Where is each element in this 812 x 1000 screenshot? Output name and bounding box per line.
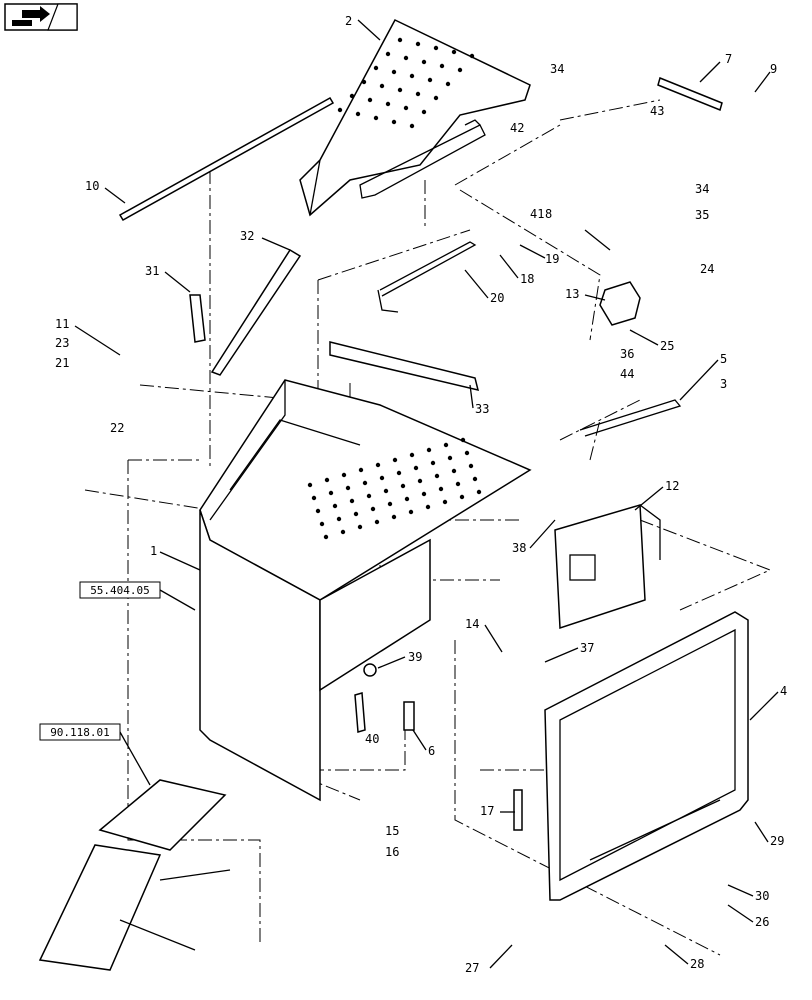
callout-12: 12 bbox=[665, 479, 679, 493]
callout-21: 21 bbox=[55, 356, 69, 370]
part-31-rod bbox=[189, 294, 206, 343]
callout-11: 11 bbox=[55, 317, 69, 331]
callout-24: 24 bbox=[700, 262, 714, 276]
part-1-box bbox=[199, 379, 532, 802]
callout-9: 9 bbox=[770, 62, 777, 76]
ref-box-2[interactable]: 90.118.01 bbox=[39, 723, 151, 786]
callout-29: 29 bbox=[770, 834, 784, 848]
callout-4: 4 bbox=[780, 684, 787, 698]
callout-44: 44 bbox=[620, 367, 634, 381]
ref-box-1[interactable]: 55.404.05 bbox=[79, 581, 196, 611]
callout-20: 20 bbox=[490, 291, 504, 305]
callout-31: 31 bbox=[145, 264, 159, 278]
part-17-bolt bbox=[513, 789, 523, 831]
callout-3: 3 bbox=[720, 377, 727, 391]
part-5-rod bbox=[579, 399, 682, 437]
callout-38: 38 bbox=[512, 541, 526, 555]
callout-13: 13 bbox=[565, 287, 579, 301]
callout-8: 8 bbox=[545, 207, 552, 221]
step-ladder bbox=[38, 779, 231, 971]
callout-25: 25 bbox=[660, 339, 674, 353]
callout-41: 41 bbox=[530, 207, 544, 221]
callout-35: 35 bbox=[695, 208, 709, 222]
callout-1: 1 bbox=[150, 544, 157, 558]
part-39-knob bbox=[363, 663, 377, 677]
part-40-bolt bbox=[354, 692, 366, 733]
callout-2: 2 bbox=[345, 14, 352, 28]
part-12-plate bbox=[554, 504, 661, 630]
callout-18: 18 bbox=[520, 272, 534, 286]
part-32-rod bbox=[210, 248, 302, 376]
callout-17: 17 bbox=[480, 804, 494, 818]
part-13-bracket bbox=[599, 281, 641, 326]
part-10-rod bbox=[118, 96, 335, 222]
part-7-rod bbox=[657, 76, 723, 112]
callout-39: 39 bbox=[408, 650, 422, 664]
callout-42: 42 bbox=[510, 121, 524, 135]
callout-16: 16 bbox=[385, 845, 399, 859]
callout-40: 40 bbox=[365, 732, 379, 746]
part-2-top-deck bbox=[299, 19, 531, 217]
callout-14: 14 bbox=[465, 617, 479, 631]
callouts: 2 10 32 31 11 23 21 22 1 34 7 9 43 42 41… bbox=[55, 14, 787, 975]
callout-34a: 34 bbox=[550, 62, 564, 76]
part-6-pin bbox=[403, 701, 415, 731]
part-4-frame bbox=[544, 611, 749, 901]
callout-19: 19 bbox=[545, 252, 559, 266]
callout-28: 28 bbox=[690, 957, 704, 971]
part-33-rod bbox=[329, 341, 480, 392]
ref-2-text: 90.118.01 bbox=[50, 726, 110, 739]
callout-22: 22 bbox=[110, 421, 124, 435]
callout-37: 37 bbox=[580, 641, 594, 655]
callout-15: 15 bbox=[385, 824, 399, 838]
callout-26: 26 bbox=[755, 915, 769, 929]
callout-10: 10 bbox=[85, 179, 99, 193]
callout-34b: 34 bbox=[695, 182, 709, 196]
callout-43: 43 bbox=[650, 104, 664, 118]
part-20-handle bbox=[377, 241, 477, 313]
callout-32: 32 bbox=[240, 229, 254, 243]
callout-36: 36 bbox=[620, 347, 634, 361]
callout-27: 27 bbox=[465, 961, 479, 975]
callout-33: 33 bbox=[475, 402, 489, 416]
callout-30: 30 bbox=[755, 889, 769, 903]
callout-23: 23 bbox=[55, 336, 69, 350]
callout-7: 7 bbox=[725, 52, 732, 66]
deck-holes bbox=[307, 37, 482, 540]
ref-1-text: 55.404.05 bbox=[90, 584, 150, 597]
callout-5: 5 bbox=[720, 352, 727, 366]
arrow-icon[interactable] bbox=[4, 3, 78, 31]
callout-6: 6 bbox=[428, 744, 435, 758]
